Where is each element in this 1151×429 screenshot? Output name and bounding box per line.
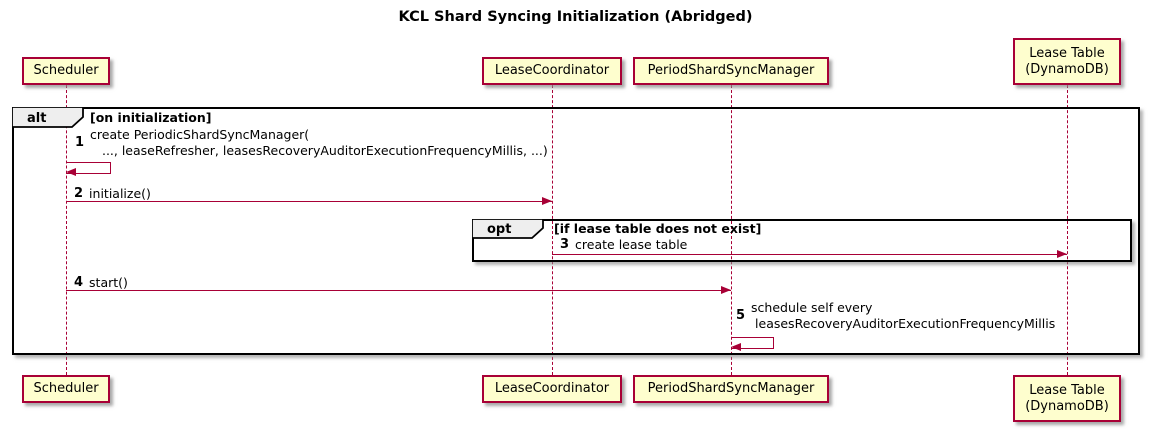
message-5-self-arrow bbox=[731, 337, 774, 349]
message-2-arrowhead bbox=[542, 196, 552, 205]
message-4-text: start() bbox=[89, 275, 128, 290]
message-5: 5 schedule self every leasesRecoveryAudi… bbox=[736, 300, 1055, 331]
message-1-self-arrow bbox=[66, 162, 111, 174]
message-3-arrow bbox=[552, 253, 1067, 256]
alt-frame bbox=[12, 107, 1140, 355]
lifeline-lease-coordinator bbox=[551, 85, 553, 375]
message-3-number: 3 bbox=[560, 237, 570, 253]
message-1-text: create PeriodicShardSyncManager( ..., le… bbox=[90, 127, 548, 158]
message-4-arrow bbox=[66, 289, 731, 292]
alt-label: alt bbox=[27, 111, 46, 126]
opt-condition: [if lease table does not exist] bbox=[554, 221, 762, 236]
message-3-text: create lease table bbox=[575, 237, 688, 252]
message-4-arrowhead bbox=[721, 285, 731, 294]
opt-label: opt bbox=[487, 222, 511, 237]
opt-frame bbox=[472, 219, 1132, 262]
message-3-arrowhead bbox=[1057, 249, 1067, 258]
message-1-arrowhead bbox=[66, 168, 76, 176]
participant-period-shard-sync-manager-bottom: PeriodShardSyncManager bbox=[633, 375, 829, 403]
participant-lease-coordinator-top: LeaseCoordinator bbox=[482, 57, 622, 85]
message-5-arrowhead bbox=[731, 343, 741, 351]
participant-scheduler-bottom: Scheduler bbox=[22, 375, 110, 403]
message-2-number: 2 bbox=[74, 186, 84, 202]
lifeline-scheduler bbox=[65, 85, 67, 375]
diagram-title: KCL Shard Syncing Initialization (Abridg… bbox=[398, 9, 753, 25]
message-4: 4 start() bbox=[74, 275, 128, 291]
message-5-text: schedule self every leasesRecoveryAudito… bbox=[751, 300, 1056, 331]
lifeline-lease-table bbox=[1066, 85, 1068, 375]
message-3: 3 create lease table bbox=[560, 237, 687, 253]
message-2-arrow bbox=[66, 200, 552, 203]
message-1-number: 1 bbox=[75, 135, 85, 150]
participant-lease-table-bottom: Lease Table (DynamoDB) bbox=[1013, 375, 1121, 422]
alt-label-pentagon: alt bbox=[12, 107, 84, 128]
alt-condition: [on initialization] bbox=[90, 110, 212, 125]
participant-period-shard-sync-manager-top: PeriodShardSyncManager bbox=[633, 57, 829, 85]
participant-lease-table-top: Lease Table (DynamoDB) bbox=[1013, 38, 1121, 85]
lifeline-period-shard-sync-manager bbox=[730, 85, 732, 375]
participant-scheduler-top: Scheduler bbox=[22, 57, 110, 85]
message-1: 1 create PeriodicShardSyncManager( ..., … bbox=[75, 127, 548, 158]
message-5-number: 5 bbox=[736, 308, 746, 323]
message-2-text: initialize() bbox=[89, 186, 151, 201]
participant-lease-coordinator-bottom: LeaseCoordinator bbox=[482, 375, 622, 403]
opt-label-pentagon: opt bbox=[472, 219, 544, 239]
message-4-number: 4 bbox=[74, 275, 84, 291]
message-2: 2 initialize() bbox=[74, 186, 151, 202]
